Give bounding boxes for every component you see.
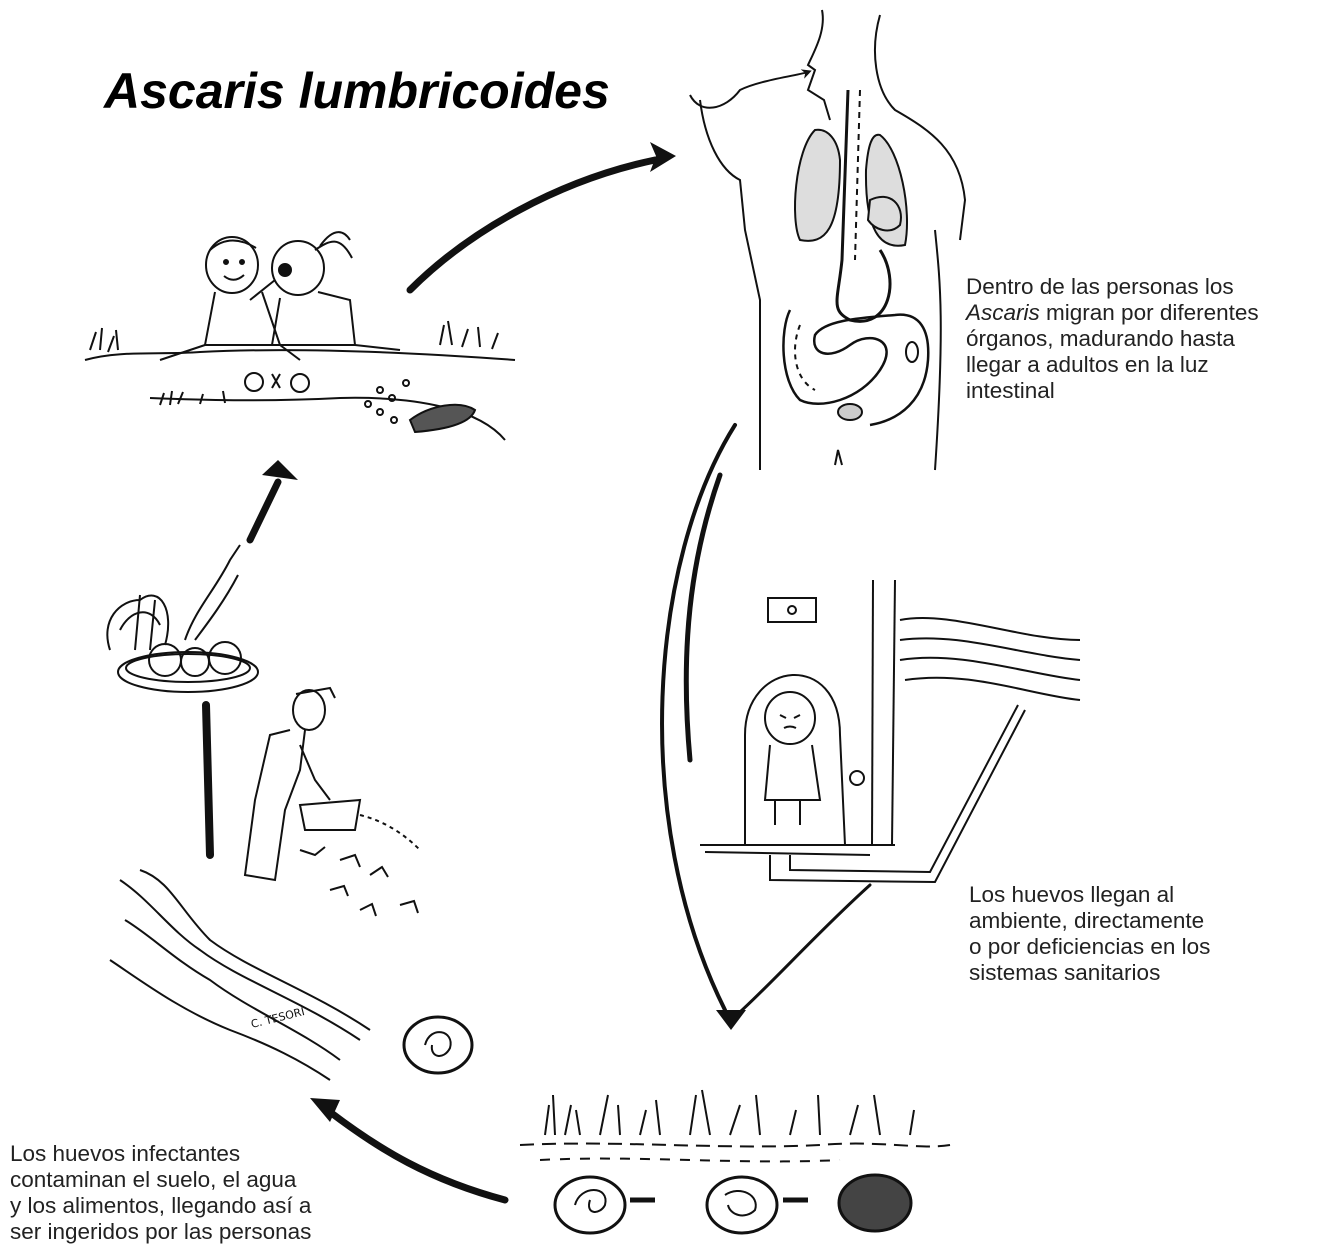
arrowhead-children [262,460,298,480]
farmer-watering-icon: C. TESORI [110,688,472,1080]
caption-line: Ascaris migran por diferentes [966,300,1259,326]
caption-line: sistemas sanitarios [969,960,1210,986]
vegetable-plate-icon [107,545,258,692]
human-digestive-system-icon [690,10,965,470]
caption-line: intestinal [966,378,1259,404]
page-title: Ascaris lumbricoides [104,62,610,120]
arrow-plate-to-children [250,482,278,540]
arrow-children-to-body [410,160,655,290]
caption-line: Los huevos llegan al [969,882,1210,908]
caption-line: y los alimentos, llegando así a [10,1193,311,1219]
arrow-toilet-to-soil [740,885,870,1012]
arrow-soil-to-farmer [330,1112,505,1200]
caption-infective-eggs: Los huevos infectantes contaminan el sue… [10,1141,311,1245]
caption-line: órganos, madurando hasta [966,326,1259,352]
caption-line: llegar a adultos en la luz [966,352,1259,378]
child-on-toilet-icon [700,580,1080,882]
caption-italic-word: Ascaris [966,300,1040,325]
caption-inside-body: Dentro de las personas los Ascaris migra… [966,274,1259,404]
eggs-in-soil-icon [520,1090,950,1233]
caption-line: ambiente, directamente [969,908,1210,934]
caption-line-rest: migran por diferentes [1046,300,1259,325]
cycle-arrows [206,142,870,1200]
arrow-farmer-to-plate [206,705,210,855]
illustrator-signature: C. TESORI [250,1005,306,1031]
arrow-body-to-soil [662,425,735,1010]
caption-line: o por deficiencias en los [969,934,1210,960]
caption-line: contaminan el suelo, el agua [10,1167,311,1193]
arrowhead-soil [716,1010,746,1030]
caption-line: Dentro de las personas los [966,274,1259,300]
children-picnic-icon [85,232,515,440]
caption-line: ser ingeridos por las personas [10,1219,311,1245]
caption-line: Los huevos infectantes [10,1141,311,1167]
caption-eggs-environment: Los huevos llegan al ambiente, directame… [969,882,1210,986]
